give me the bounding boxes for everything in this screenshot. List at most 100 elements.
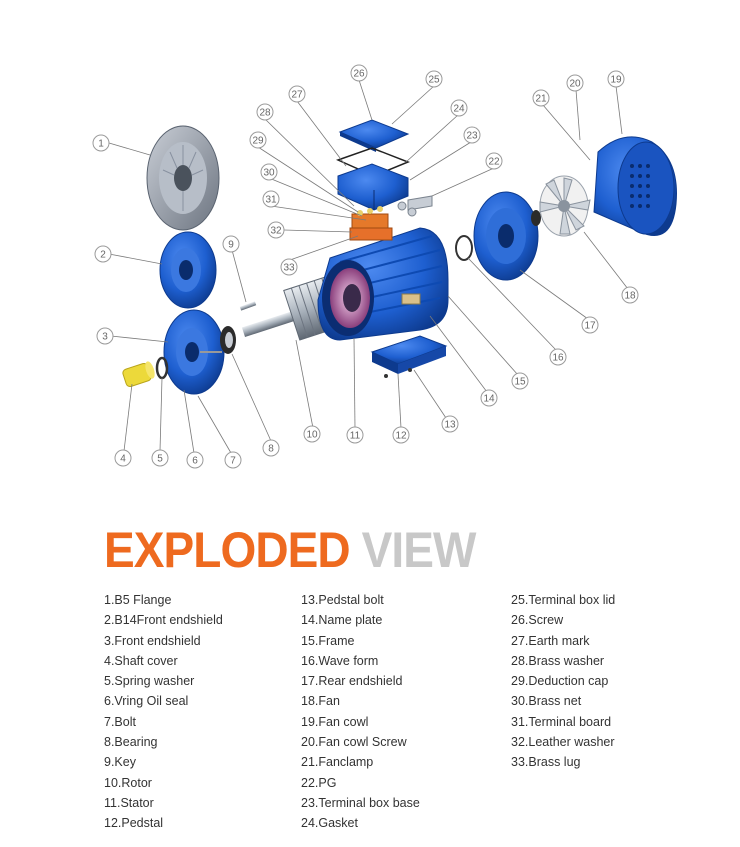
callout-label: 3 [102,332,108,343]
legend-item: 24.Gasket [301,816,358,831]
callout-label: 30 [263,168,275,179]
callout-marker: 24 [450,99,468,117]
frame-part [317,227,449,341]
callout-marker: 14 [480,389,498,407]
callout-marker: 26 [350,64,368,82]
fan-cowl-part [593,136,677,236]
legend-column-1: 1.B5 Flange 2.B14Front endshield 3.Front… [104,590,223,834]
wave-form-part [455,235,473,261]
callout-marker: 6 [186,451,204,469]
legend-item: 18.Fan [301,694,340,709]
callout-label: 7 [230,456,236,467]
callout-label: 15 [514,377,526,388]
callout-marker: 3 [96,327,114,345]
callout-label: 14 [483,394,495,405]
front-endshield-part [163,309,225,395]
callout-label: 8 [268,444,274,455]
callout-label: 17 [584,321,596,332]
exploded-motor-diagram: 1 2 3 4 5 6 7 8 9 10 11 12 13 14 15 16 1… [92,64,677,469]
callout-label: 10 [306,430,318,441]
callout-marker: 23 [463,126,481,144]
key-part [239,301,257,311]
legend-item: 3.Front endshield [104,633,201,648]
callout-label: 16 [552,353,564,364]
callout-marker: 28 [256,103,274,121]
callout-marker: 15 [511,372,529,390]
callout-marker: 30 [260,163,278,181]
callout-label: 29 [252,136,264,147]
callout-marker: 20 [566,74,584,92]
legend-column-3: 25.Terminal box lid 26.Screw 27.Earth ma… [511,590,615,773]
callout-label: 11 [350,431,361,442]
legend-column-2: 13.Pedstal bolt 14.Name plate 15.Frame 1… [301,590,420,834]
callout-label: 25 [428,75,440,86]
legend-item: 15.Frame [301,633,355,648]
callout-marker: 12 [392,426,410,444]
legend-item: 21.Fanclamp [301,755,374,770]
callout-marker: 17 [581,316,599,334]
callout-markers: 1 2 3 4 5 6 7 8 9 10 11 12 13 14 15 16 1… [92,64,639,469]
callout-label: 18 [624,291,636,302]
callout-marker: 22 [485,152,503,170]
legend-item: 25.Terminal box lid [511,593,616,607]
fan-part [539,175,591,237]
legend-item: 19.Fan cowl [301,714,369,729]
legend-item: 29.Deduction cap [511,674,609,689]
shaft-cover-part [122,361,155,388]
callout-label: 26 [353,69,365,80]
callout-label: 12 [395,431,407,442]
legend-item: 23.Terminal box base [301,795,420,810]
legend-item: 14.Name plate [301,613,383,628]
legend-item: 28.Brass washer [511,653,605,668]
heading-part-1: EXPLODED [104,522,351,578]
callout-label: 6 [192,456,198,467]
callout-marker: 2 [94,245,112,263]
b5-flange-part [146,125,220,231]
callout-label: 4 [120,454,126,465]
legend-item: 31.Terminal board [511,714,612,729]
legend-item: 20.Fan cowl Screw [301,735,407,750]
callout-marker: 9 [222,235,240,253]
callout-label: 32 [270,226,282,237]
legend-item: 33.Brass lug [511,755,581,770]
callout-label: 27 [291,90,303,101]
legend-item: 12.Pedstal [104,816,164,831]
callout-label: 21 [535,94,547,105]
callout-marker: 10 [303,425,321,443]
callout-label: 33 [283,263,295,274]
callout-marker: 1 [92,134,110,152]
callout-label: 31 [265,195,277,206]
callout-label: 24 [453,104,465,115]
callout-marker: 5 [151,449,169,467]
callout-marker: 32 [267,221,285,239]
callout-marker: 8 [262,439,280,457]
callout-marker: 16 [549,348,567,366]
legend-item: 22.PG [301,775,337,790]
legend-item: 16.Wave form [301,653,379,668]
callout-marker: 33 [280,258,298,276]
callout-marker: 29 [249,131,267,149]
pedstal-part [370,335,448,378]
callout-marker: 27 [288,85,306,103]
callout-leaders [108,79,629,454]
spring-washer-part [155,356,169,380]
legend-item: 32.Leather washer [511,735,615,750]
legend-item: 27.Earth mark [511,633,590,648]
legend-item: 9.Key [104,755,136,770]
callout-label: 9 [228,240,234,251]
legend-item: 8.Bearing [104,735,158,750]
bearing-part [220,326,236,354]
callout-marker: 21 [532,89,550,107]
legend-item: 13.Pedstal bolt [301,593,384,607]
callout-marker: 18 [621,286,639,304]
callout-marker: 19 [607,70,625,88]
legend-item: 17.Rear endshield [301,674,403,689]
callout-label: 20 [569,79,581,90]
callout-marker: 4 [114,449,132,467]
callout-label: 19 [610,75,622,86]
rear-endshield-part [473,191,541,281]
b14-front-endshield-part [159,231,217,309]
legend-item: 30.Brass net [511,694,582,709]
callout-label: 5 [157,454,163,465]
legend-item: 1.B5 Flange [104,593,172,607]
